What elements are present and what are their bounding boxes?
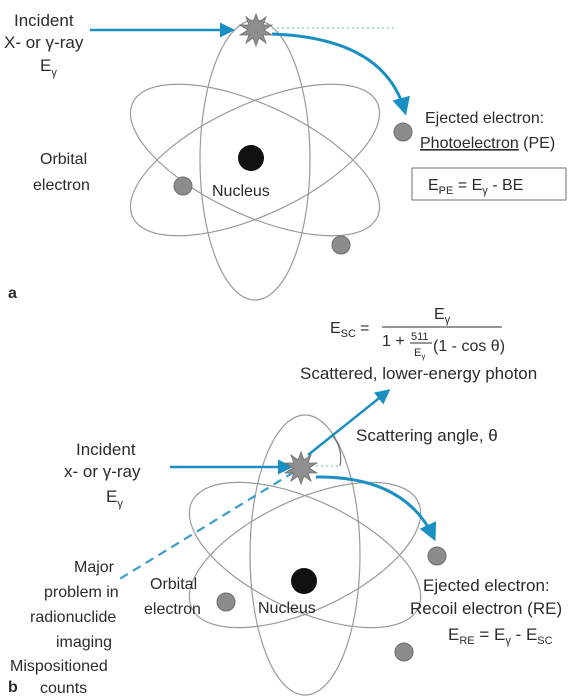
major-label-line2: problem in <box>44 584 119 601</box>
scattering-angle-arc <box>332 435 342 467</box>
major-label-line4: imaging <box>56 634 112 651</box>
atom-b-orbits <box>188 414 422 696</box>
nucleus-b <box>291 568 317 594</box>
scattered-photon-label: Scattered, lower-energy photon <box>300 364 537 383</box>
incident-energy-b: Eγ <box>106 487 123 510</box>
ejected-label-b-line2: Recoil electron (RE) <box>410 599 562 618</box>
orbit-b-vertical <box>249 414 361 696</box>
mispositioned-dashed-line <box>117 471 295 581</box>
orbit-b-tilted-1 <box>188 481 422 629</box>
formula-inner-denominator: Eγ <box>414 347 425 361</box>
lower-electron-b <box>394 642 414 662</box>
panel-a-label: a <box>8 285 17 302</box>
ejected-electron-a <box>393 122 413 142</box>
incident-label-b-line1: Incident <box>76 440 136 459</box>
incident-label-a-line1: Incident <box>14 11 74 30</box>
formula-lhs: ESC= <box>330 320 369 340</box>
major-label-line3: radionuclide <box>30 609 116 626</box>
scattering-angle-label: Scattering angle, θ <box>356 426 498 445</box>
orbital-label-b-line2: electron <box>144 601 201 618</box>
compton-formula: ESC= Eγ 1 + 511 Eγ (1 - cos θ) <box>330 306 505 361</box>
panel-b: ESC= Eγ 1 + 511 Eγ (1 - cos θ) Scattered… <box>8 306 562 696</box>
formula-numerator: Eγ <box>434 306 451 326</box>
formula-inner-numerator: 511 <box>411 331 429 343</box>
formula-denominator-b: (1 - cos θ) <box>433 338 505 355</box>
orbit-a-tilted-1 <box>129 83 381 237</box>
incident-label-b-line2: x- or γ-ray <box>64 462 141 481</box>
orbital-label-a-line2: electron <box>33 177 90 194</box>
ejected-label-a-line1: Ejected electron: <box>425 110 544 127</box>
re-equation: ERE = Eγ - ESC <box>448 625 553 647</box>
orbit-b-tilted-2 <box>188 481 422 629</box>
orbital-electron-a <box>173 176 193 196</box>
pe-equation-box <box>411 167 567 201</box>
panel-b-label: b <box>8 679 18 696</box>
orbital-label-b-line1: Orbital <box>150 576 197 593</box>
formula-denominator-a: 1 + <box>382 333 405 350</box>
nucleus-label-b: Nucleus <box>258 600 316 617</box>
pe-equation: EPE = Eγ - BE <box>428 177 523 197</box>
interaction-burst-b <box>283 450 319 486</box>
ejected-label-a-line2: Photoelectron (PE) <box>420 135 555 152</box>
photoelectron-arrow-a <box>271 32 410 116</box>
orbit-a-tilted-2 <box>129 83 381 237</box>
recoil-electron-b <box>427 546 447 566</box>
major-label-line6: counts <box>40 680 87 696</box>
interaction-burst-a <box>238 12 274 48</box>
nucleus-label-a: Nucleus <box>212 183 270 200</box>
incident-energy-a: Eγ <box>40 56 57 79</box>
orbital-electron-b <box>216 592 236 612</box>
ejected-label-b-line1: Ejected electron: <box>423 576 550 595</box>
scattered-photon-arrow <box>307 389 391 456</box>
panel-a: Incident X- or γ-ray Eγ Orbital electron… <box>4 11 567 302</box>
orbital-label-a-line1: Orbital <box>40 151 87 168</box>
nucleus-a <box>238 145 264 171</box>
lower-electron-a <box>331 235 351 255</box>
major-label-line5: Mispositioned <box>10 658 108 675</box>
incident-label-a-line2: X- or γ-ray <box>4 33 84 52</box>
major-label-line1: Major <box>74 559 115 576</box>
recoil-electron-arrow <box>315 475 437 542</box>
